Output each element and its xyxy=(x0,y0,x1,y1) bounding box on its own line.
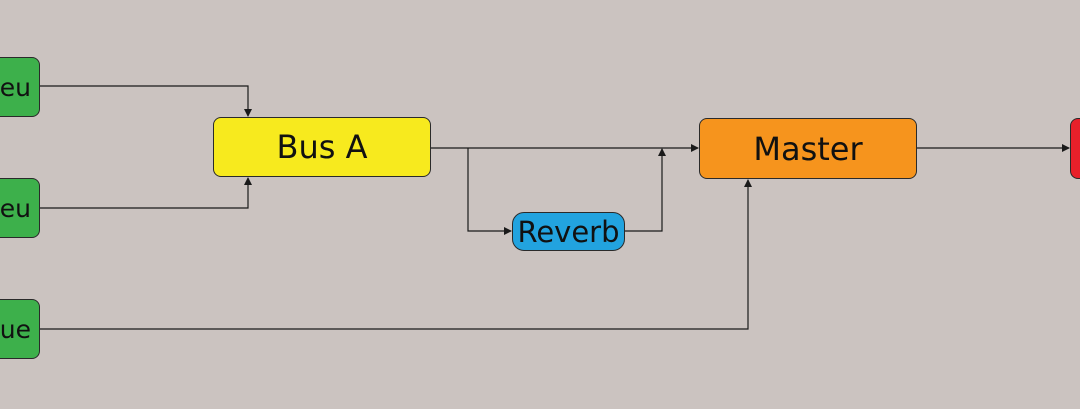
source-node-2-label: Feu xyxy=(0,193,31,223)
source-node-1: Feu xyxy=(0,57,40,117)
reverb-node: Reverb xyxy=(512,212,625,251)
bus-a-label: Bus A xyxy=(276,128,368,166)
reverb-label: Reverb xyxy=(517,214,620,249)
master-label: Master xyxy=(753,129,863,168)
output-node xyxy=(1070,118,1080,179)
master-node: Master xyxy=(699,118,917,179)
wire-bus-a-to-reverb xyxy=(467,148,512,235)
source-node-3: que xyxy=(0,299,40,359)
wire-source2-to-bus-a xyxy=(40,177,252,209)
wire-source3-to-master xyxy=(40,179,752,330)
wire-source1-to-bus-a xyxy=(40,85,252,117)
source-node-2: Feu xyxy=(0,178,40,238)
wire-reverb-to-master-bus xyxy=(625,148,666,232)
source-node-3-label: que xyxy=(0,314,31,344)
source-node-1-label: Feu xyxy=(0,72,31,102)
bus-a-node: Bus A xyxy=(213,117,431,177)
